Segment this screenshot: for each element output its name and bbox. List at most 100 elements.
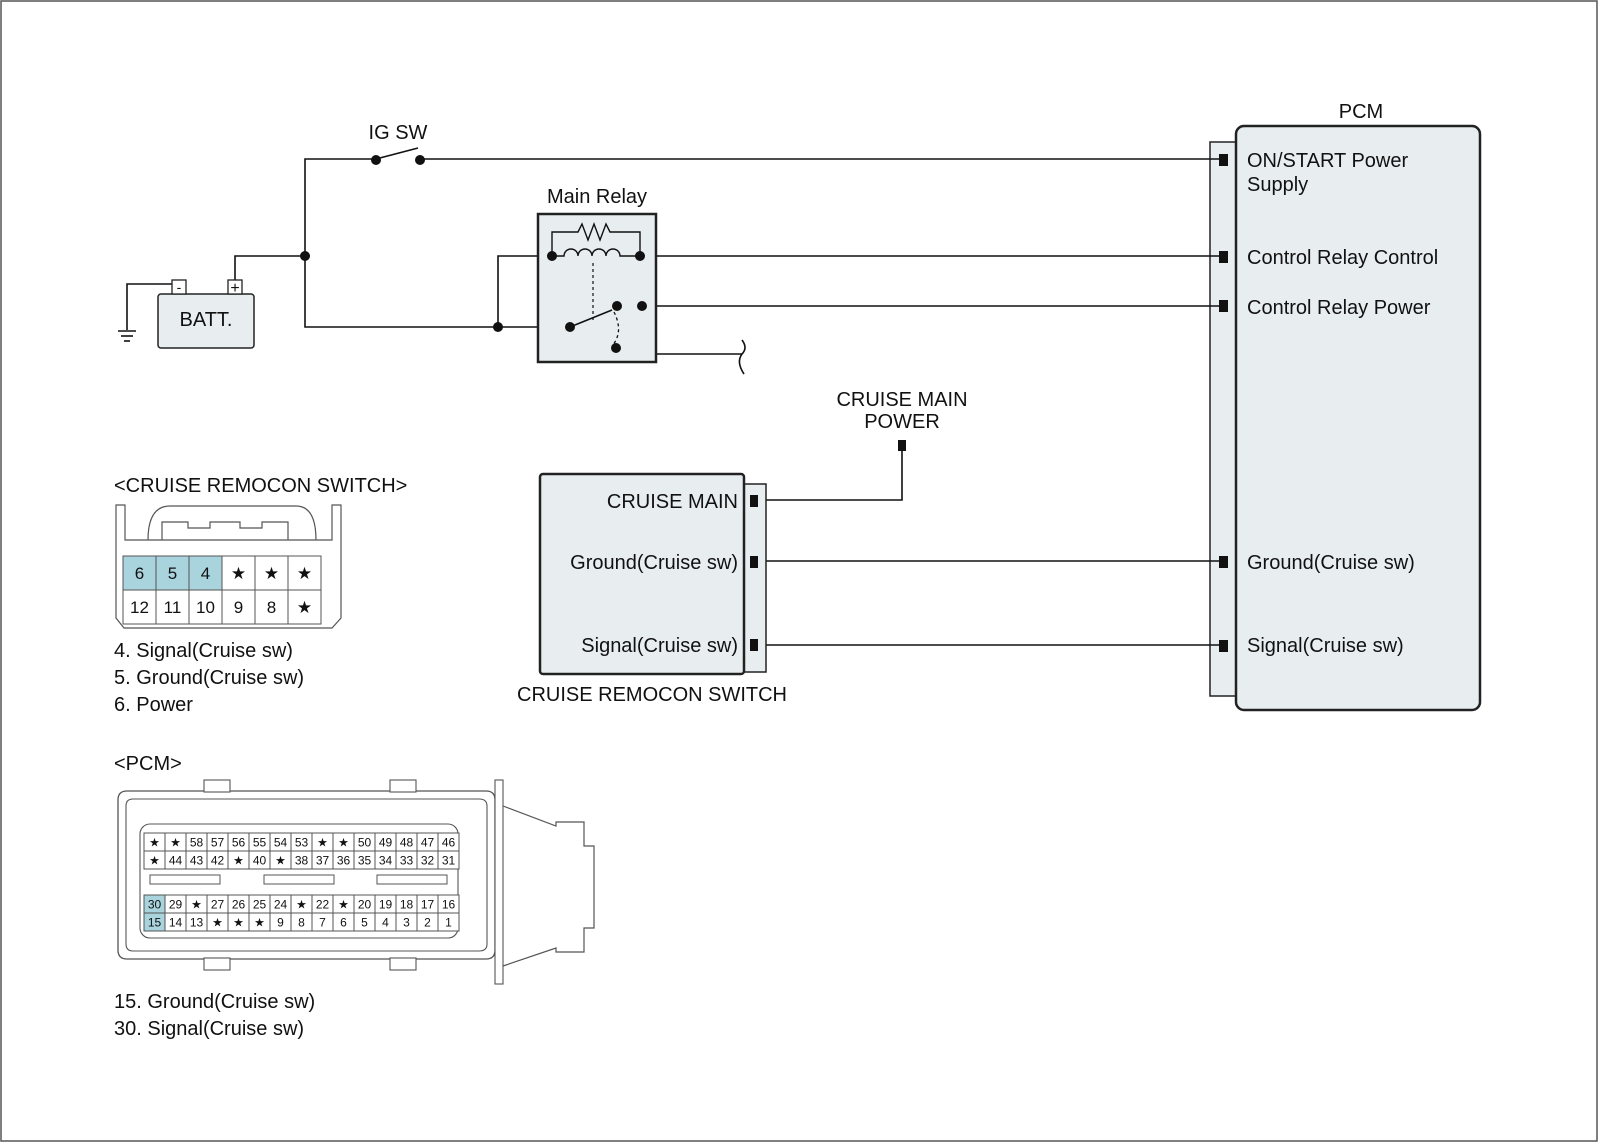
- pcm-connector-pin-label: 48: [400, 836, 414, 850]
- remocon-connector-pin-label: 5: [168, 564, 177, 583]
- remocon-connector-cell: [287, 589, 322, 625]
- remocon-connector-pin-label: 9: [234, 598, 243, 617]
- remocon-connector-pin-label: 10: [196, 598, 215, 617]
- pcm-connector-pin-label: ★: [296, 898, 307, 912]
- remocon-connector-pin-label: 11: [164, 598, 182, 617]
- pcm-connector-pin-label: ★: [317, 836, 328, 850]
- pcm-legend-2: 30. Signal(Cruise sw): [114, 1018, 304, 1040]
- pcm-connector-cell: [437, 912, 460, 932]
- pcm-connector-pin-label: 37: [316, 854, 330, 868]
- pcm-legend-1: 15. Ground(Cruise sw): [114, 991, 315, 1013]
- pcm-connector-pin-label: 33: [400, 854, 414, 868]
- pcm-connector-pin-label: 32: [421, 854, 435, 868]
- pcm-label-on-start-1: ON/START Power: [1247, 150, 1408, 172]
- battery: - + BATT.: [157, 279, 255, 349]
- remocon-connector-cell: [254, 555, 289, 591]
- remocon-connector-cell: [254, 589, 289, 625]
- ig-sw-contact-left: [371, 155, 381, 165]
- pcm-label-ground: Ground(Cruise sw): [1247, 552, 1415, 574]
- pcm-connector-pin-label: 44: [169, 854, 183, 868]
- pcm-connector-pin-label: 34: [379, 854, 393, 868]
- pcm-pin-relay-power: [1219, 300, 1228, 312]
- pcm-connector-pin-label: 22: [316, 898, 330, 912]
- pcm-pin-ground: [1219, 556, 1228, 568]
- pcm-connector-pin-label: 25: [253, 898, 267, 912]
- pcm-connector-pin-label: 14: [169, 916, 183, 930]
- pcm-label-relay-power: Control Relay Power: [1247, 297, 1431, 319]
- pcm-connector-pin-label: ★: [212, 916, 223, 930]
- pcm-connector-pin-label: 47: [421, 836, 435, 850]
- pcm-connector-pin-label: ★: [149, 836, 160, 850]
- remocon-connector-cell: [287, 555, 322, 591]
- pcm-label-signal: Signal(Cruise sw): [1247, 635, 1404, 657]
- main-relay: Main Relay: [536, 186, 658, 364]
- pcm-connector-pin-label: 40: [253, 854, 267, 868]
- pcm-connector-pin-label: 43: [190, 854, 204, 868]
- remocon-legend-3: 6. Power: [114, 694, 193, 716]
- pcm-label-relay-control: Control Relay Control: [1247, 247, 1438, 269]
- pcm-block: PCM ON/START Power Supply Control Relay …: [1209, 101, 1482, 712]
- pcm-connector-pin-label: 27: [211, 898, 225, 912]
- cruise-main-power-label-1: CRUISE MAIN: [836, 389, 967, 411]
- remocon-pin-signal: Signal(Cruise sw): [581, 635, 738, 657]
- pcm-connector-pin-label: 57: [211, 836, 225, 850]
- pcm-title: PCM: [1339, 101, 1383, 123]
- pcm-connector-pin-label: 56: [232, 836, 246, 850]
- battery-neg-terminal: -: [177, 279, 182, 295]
- pcm-connector-pin-label: 46: [442, 836, 456, 850]
- pcm-connector-pin-label: 50: [358, 836, 372, 850]
- pcm-connector-pin-label: 15: [148, 916, 162, 930]
- pcm-connector-pin-label: 4: [382, 916, 389, 930]
- remocon-caption: CRUISE REMOCON SWITCH: [517, 684, 787, 706]
- pcm-connector-title: <PCM>: [114, 753, 182, 775]
- remocon-connector-pin-label: 12: [130, 598, 149, 617]
- cruise-main-power-label-2: POWER: [864, 411, 940, 433]
- pcm-connector-pin-label: ★: [254, 916, 265, 930]
- remocon-connector-cell: [188, 555, 223, 591]
- pcm-connector-pin-label: 49: [379, 836, 393, 850]
- pcm-connector-pin-label: 20: [358, 898, 372, 912]
- pcm-pin-relay-control: [1219, 251, 1228, 263]
- pcm-connector-pin-label: ★: [233, 854, 244, 868]
- ig-sw-label: IG SW: [369, 122, 428, 144]
- pcm-connector-pin-label: 19: [379, 898, 393, 912]
- pcm-connector-pin-label: ★: [338, 836, 349, 850]
- remocon-connector-cell: [188, 589, 223, 625]
- pcm-pin-signal: [1219, 640, 1228, 652]
- pcm-connector-pin-label: 24: [274, 898, 288, 912]
- pcm-connector-pin-label: 35: [358, 854, 372, 868]
- pcm-connector-pin-label: 2: [424, 916, 431, 930]
- pcm-connector-pin-label: ★: [170, 836, 181, 850]
- pcm-connector-pin-label: 16: [442, 898, 456, 912]
- pcm-connector-pin-label: 18: [400, 898, 414, 912]
- remocon-connector-title: <CRUISE REMOCON SWITCH>: [114, 475, 407, 497]
- ig-switch: IG SW: [369, 122, 428, 165]
- remocon-connector-pin-label: ★: [297, 598, 312, 617]
- pcm-connector-pin-label: ★: [275, 854, 286, 868]
- remocon-connector-pin-label: ★: [231, 564, 246, 583]
- pcm-connector-pin-label: 31: [442, 854, 456, 868]
- remocon-connector-pin-label: 8: [267, 598, 276, 617]
- pcm-connector-pin-label: 55: [253, 836, 267, 850]
- pcm-connector-pin-label: ★: [191, 898, 202, 912]
- remocon-legend-2: 5. Ground(Cruise sw): [114, 667, 304, 689]
- remocon-connector-pin-label: ★: [297, 564, 312, 583]
- remocon-pin-ground: Ground(Cruise sw): [570, 552, 738, 574]
- pcm-connector-pin-label: 17: [421, 898, 435, 912]
- pcm-connector-pin-label: 8: [298, 916, 305, 930]
- pcm-connector-pin-label: 54: [274, 836, 288, 850]
- remocon-connector-pin-label: 6: [135, 564, 144, 583]
- main-relay-label: Main Relay: [547, 186, 647, 208]
- remocon-connector-cell: [155, 589, 190, 625]
- remocon-connector-cell: [155, 555, 190, 591]
- remocon-legend-1: 4. Signal(Cruise sw): [114, 640, 293, 662]
- battery-pos-terminal: +: [230, 280, 239, 297]
- pcm-connector-pin-label: 6: [340, 916, 347, 930]
- pcm-connector-pin-label: 26: [232, 898, 246, 912]
- remocon-switch-block: CRUISE MAIN Ground(Cruise sw) Signal(Cru…: [517, 472, 787, 706]
- junction-relay: [493, 322, 503, 332]
- pcm-connector-pin-label: 38: [295, 854, 309, 868]
- pcm-connector-pin-label: 3: [403, 916, 410, 930]
